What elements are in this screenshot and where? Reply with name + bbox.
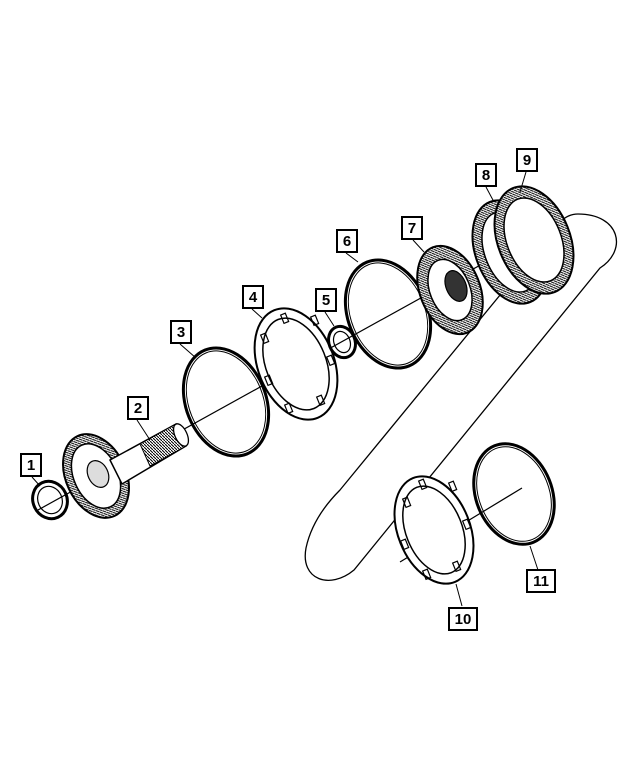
callout-part-1[interactable]: 1: [20, 453, 42, 477]
callout-part-3[interactable]: 3: [170, 320, 192, 344]
callout-part-4[interactable]: 4: [242, 285, 264, 309]
callout-part-5[interactable]: 5: [315, 288, 337, 312]
shaft-gear-part-2: [62, 422, 190, 519]
callout-part-6[interactable]: 6: [336, 229, 358, 253]
plate-part-10: [393, 475, 475, 585]
plate-part-4: [253, 307, 339, 421]
ring-part-3: [181, 346, 271, 458]
leader-lines: [31, 171, 539, 607]
callout-part-11[interactable]: 11: [526, 569, 556, 593]
callout-part-9[interactable]: 9: [516, 148, 538, 172]
callout-part-2[interactable]: 2: [127, 396, 149, 420]
gear-hub-part-7: [416, 244, 484, 336]
snap-ring-part-1: [31, 479, 69, 521]
callout-part-7[interactable]: 7: [401, 216, 423, 240]
clutch-disc-part-9: [493, 185, 575, 295]
ring-part-11: [472, 442, 556, 546]
callout-part-10[interactable]: 10: [448, 607, 478, 631]
callout-part-8[interactable]: 8: [475, 163, 497, 187]
